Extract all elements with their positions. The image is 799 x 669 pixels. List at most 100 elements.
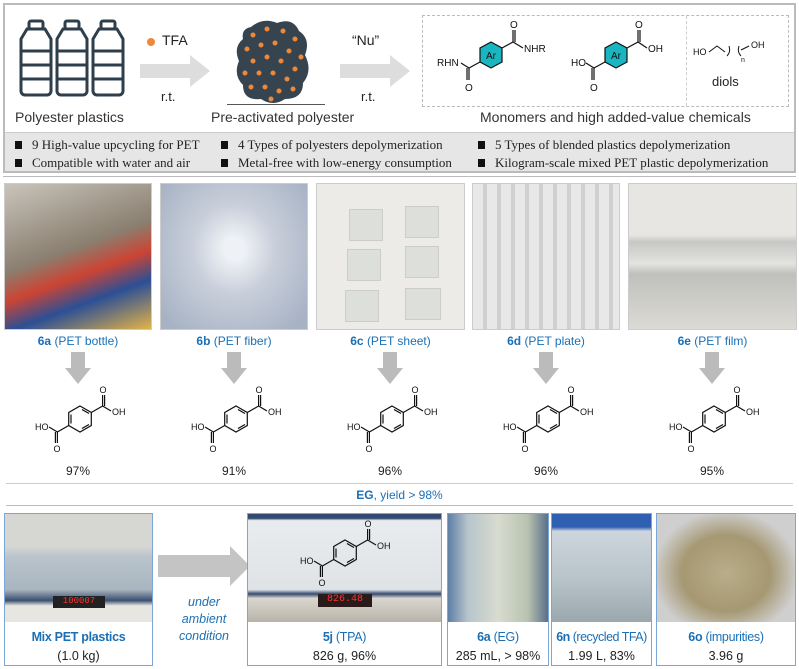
down-arrow-icon [699, 352, 725, 384]
tpa-structure: O OH O HO [669, 385, 760, 454]
svg-text:O: O [365, 519, 372, 529]
diols-label: diols [712, 74, 739, 89]
photo-pet-film [628, 183, 797, 330]
svg-text:O: O [688, 444, 695, 454]
yield-text: 95% [699, 464, 725, 478]
photo-pet-fiber [160, 183, 308, 330]
svg-text:O: O [412, 385, 419, 395]
svg-text:n: n [741, 57, 745, 64]
products-label: Monomers and high added-value chemicals [480, 109, 751, 125]
svg-text:OH: OH [648, 44, 663, 55]
svg-text:HO: HO [191, 422, 205, 432]
svg-text:OH: OH [751, 40, 765, 50]
feature-item: 4 Types of polyesters depolymerization [221, 137, 443, 153]
svg-text:HO: HO [669, 422, 683, 432]
svg-text:Ar: Ar [611, 51, 622, 62]
scale-display: 100007 [53, 596, 105, 608]
divider [227, 104, 325, 105]
features-band: 9 High-value upcycling for PET 4 Types o… [5, 132, 794, 171]
reagent-nu: “Nu” [352, 32, 380, 48]
reagent-tfa: TFA [162, 32, 188, 48]
eg-yield-line: EG, yield > 98% [356, 488, 443, 502]
tpa-structure: O OH O HO [191, 385, 282, 454]
card-value: 3.96 g [708, 649, 744, 663]
down-arrow-icon [533, 352, 559, 384]
condition-rt: r.t. [161, 89, 176, 104]
card-title: 6n (recycled TFA) [556, 630, 647, 644]
divider [6, 505, 793, 506]
sample-label: 6b (PET fiber) [196, 334, 272, 348]
svg-text:O: O [522, 444, 529, 454]
photo-pet-bottle [4, 183, 152, 330]
svg-text:O: O [635, 20, 643, 31]
sample-label: 6a (PET bottle) [37, 334, 119, 348]
card-eg: 6a (EG) 285 mL, > 98% [447, 513, 549, 666]
sample-label: 6c (PET sheet) [350, 334, 431, 348]
tfa-dot-icon [147, 38, 155, 46]
svg-text:RHN: RHN [437, 58, 459, 69]
card-value: 826 g, 96% [312, 649, 377, 663]
svg-text:OH: OH [424, 407, 438, 417]
photo-pet-plate [472, 183, 620, 330]
sample-label: 6e (PET film) [677, 334, 748, 348]
feature-item: Metal-free with low-energy consumption [221, 155, 452, 171]
card-value: 285 mL, > 98% [455, 649, 541, 663]
arrow-icon [140, 55, 210, 87]
scheme-panel: Polyester plastics TFA r.t. Pre-activate… [3, 3, 796, 173]
svg-text:OH: OH [377, 541, 391, 551]
pre-activated-polyester-icon [236, 20, 309, 103]
card-value: 1.99 L, 83% [568, 649, 635, 663]
svg-text:O: O [366, 444, 373, 454]
svg-text:HO: HO [35, 422, 49, 432]
right-arrow-icon [158, 546, 250, 586]
condition-rt: r.t. [361, 89, 376, 104]
svg-text:HO: HO [693, 47, 707, 57]
card-tpa: O OH O HO 826.48 5j (TPA) 826 g, 96% [247, 513, 442, 666]
svg-text:HO: HO [503, 422, 517, 432]
svg-text:O: O [319, 578, 326, 588]
card-recycled-tfa: 6n (recycled TFA) 1.99 L, 83% [551, 513, 652, 666]
yield-text: 96% [377, 464, 403, 478]
diol-structure: HO n OH [693, 40, 765, 64]
svg-text:OH: OH [112, 407, 126, 417]
card-title: 6o (impurities) [688, 630, 764, 644]
down-arrow-icon [65, 352, 91, 384]
svg-text:HO: HO [571, 58, 586, 69]
svg-text:O: O [54, 444, 61, 454]
feature-item: Compatible with water and air [15, 155, 190, 171]
photo-pet-sheet [316, 183, 465, 330]
svg-text:HO: HO [300, 556, 314, 566]
svg-text:O: O [256, 385, 263, 395]
scale-display: 826.48 [318, 594, 372, 607]
svg-text:O: O [210, 444, 217, 454]
card-mix-pet: 100007 Mix PET plastics (1.0 kg) [4, 513, 153, 666]
down-arrow-icon [221, 352, 247, 384]
pre-activated-label: Pre-activated polyester [211, 109, 355, 125]
yield-text: 96% [533, 464, 559, 478]
svg-text:O: O [590, 83, 598, 94]
feature-item: Kilogram-scale mixed PET plastic depolym… [478, 155, 768, 171]
down-arrow-icon [377, 352, 403, 384]
polyester-plastics-label: Polyester plastics [15, 109, 124, 125]
card-title: 6a (EG) [477, 630, 519, 644]
svg-text:Ar: Ar [486, 51, 497, 62]
yield-text: 91% [221, 464, 247, 478]
card-impurities: 6o (impurities) 3.96 g [656, 513, 796, 666]
arrow-icon [340, 55, 410, 87]
svg-text:O: O [734, 385, 741, 395]
svg-text:NHR: NHR [524, 44, 546, 55]
card-title: 5j (TPA) [322, 630, 367, 644]
svg-text:O: O [465, 83, 473, 94]
bottles-icon [19, 19, 125, 97]
svg-text:OH: OH [746, 407, 760, 417]
svg-text:O: O [510, 20, 518, 31]
svg-text:OH: OH [268, 407, 282, 417]
yield-text: 97% [65, 464, 91, 478]
svg-text:O: O [568, 385, 575, 395]
feature-item: 9 High-value upcycling for PET [15, 137, 200, 153]
